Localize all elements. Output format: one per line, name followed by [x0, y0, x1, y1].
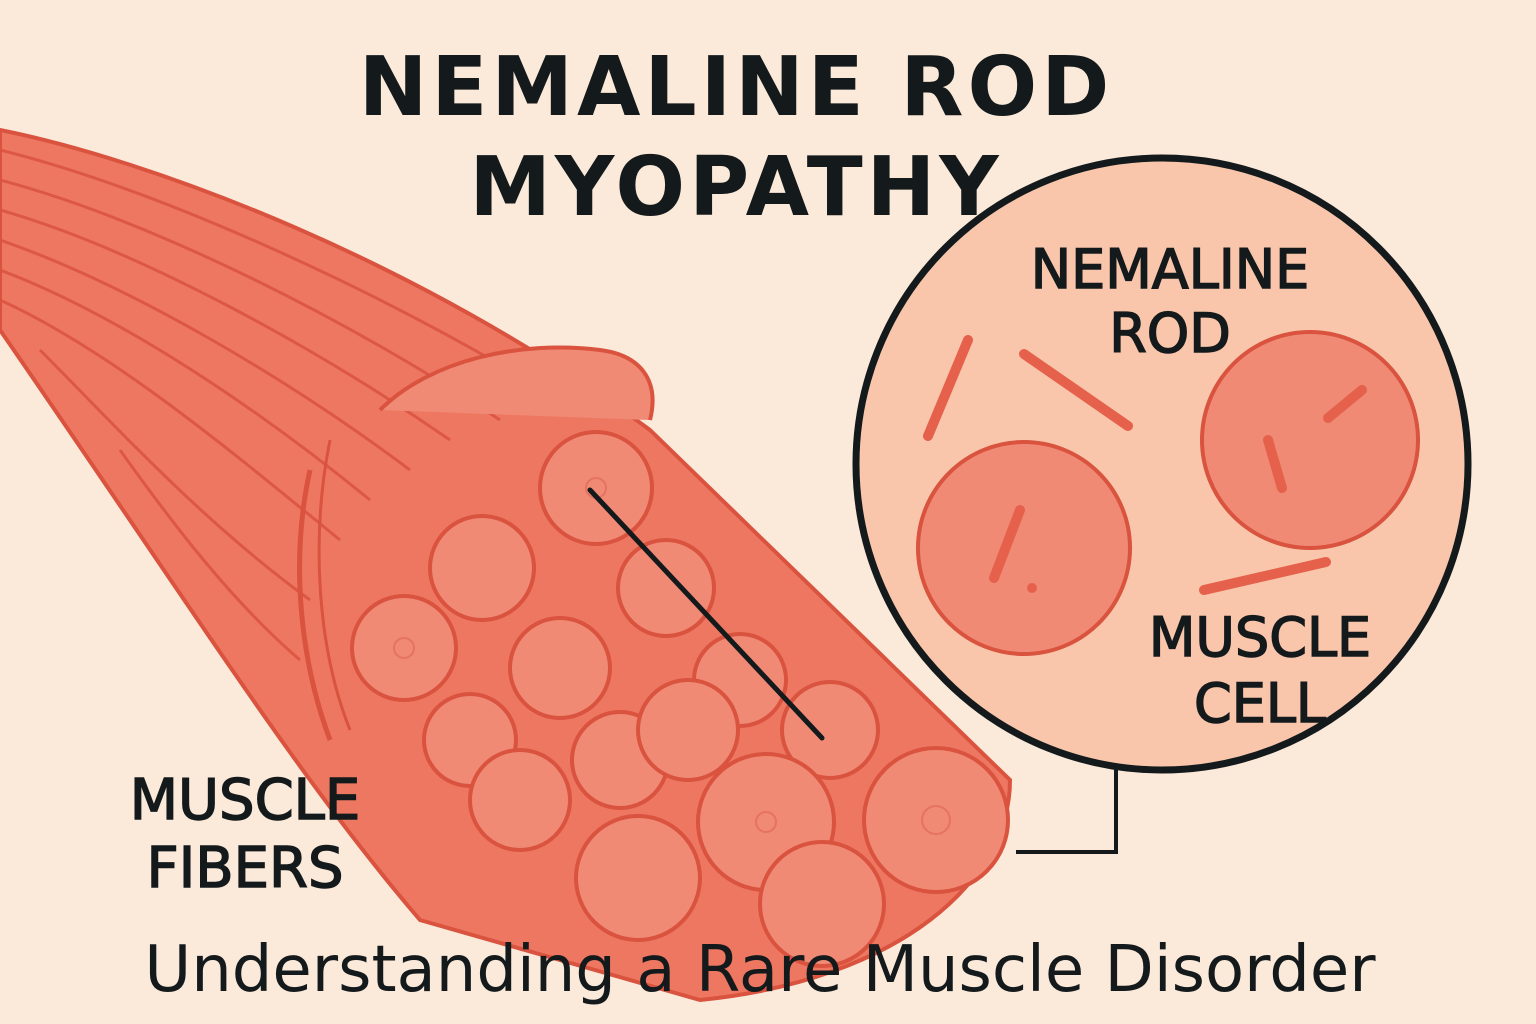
- zoom-circle: [852, 154, 1472, 774]
- muscle-cell-left: [916, 440, 1132, 656]
- label-nemaline-rod-line-2: ROD: [1108, 301, 1231, 366]
- label-muscle-fibers-line-2: FIBERS: [146, 835, 344, 902]
- title-line-2: MYOPATHY: [469, 140, 1003, 235]
- title-line-1: NEMALINE ROD: [358, 40, 1114, 135]
- label-muscle-cell-line-2: CELL: [1193, 671, 1327, 736]
- subtitle: Understanding a Rare Muscle Disorder: [144, 933, 1376, 1007]
- label-muscle-fibers-line-1: MUSCLE: [129, 767, 361, 834]
- fiber-ends: [350, 430, 1010, 968]
- label-muscle-cell-line-1: MUSCLE: [1148, 605, 1372, 670]
- nemaline-rods: [923, 335, 1367, 595]
- zoom-connector: [1016, 768, 1118, 854]
- label-nemaline-rod-line-1: NEMALINE: [1030, 237, 1310, 302]
- fiber-pointer-line: [587, 487, 825, 741]
